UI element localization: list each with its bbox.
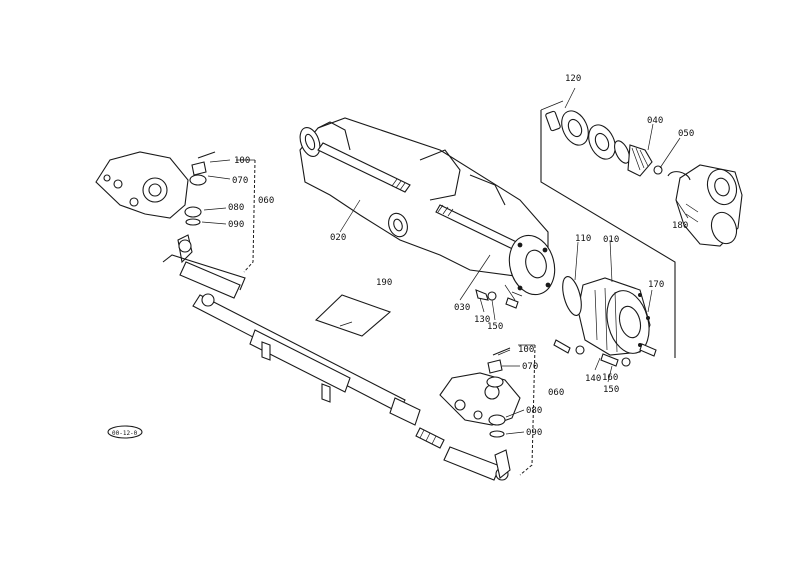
label-140: 140 bbox=[585, 374, 601, 384]
leader-lines bbox=[201, 87, 689, 435]
gasket-110 bbox=[562, 276, 582, 316]
axle-flange bbox=[504, 234, 556, 301]
label-110: 110 bbox=[575, 234, 591, 244]
label-190: 190 bbox=[376, 278, 392, 288]
label-090-left: 090 bbox=[228, 220, 244, 230]
label-080-left: 080 bbox=[228, 203, 244, 213]
bracket-060-right bbox=[518, 344, 536, 476]
gear-housing-180 bbox=[667, 164, 743, 247]
knuckle-arm-right bbox=[439, 372, 521, 426]
label-070-right: 070 bbox=[522, 362, 538, 372]
label-020: 020 bbox=[330, 233, 346, 243]
tie-rod-end-right bbox=[443, 446, 511, 481]
part-labels: 010 020 030 040 050 060 060 070 070 080 … bbox=[112, 74, 694, 438]
label-160: 160 bbox=[602, 373, 618, 383]
label-030: 030 bbox=[454, 303, 470, 313]
group-bracket-right bbox=[540, 100, 676, 358]
tie-rod-end-left bbox=[162, 234, 246, 299]
stamp-mark bbox=[107, 425, 143, 439]
tie-rod bbox=[192, 293, 445, 449]
inner-shaft-020 bbox=[317, 142, 411, 193]
label-060-left: 060 bbox=[258, 196, 274, 206]
label-120: 120 bbox=[565, 74, 581, 84]
label-100-right: 100 bbox=[518, 345, 534, 355]
bearing-gear-group bbox=[545, 110, 663, 177]
left-fastener-stack bbox=[184, 151, 216, 226]
label-130: 130 bbox=[474, 315, 490, 325]
stamp-text: 00-12-0 bbox=[112, 430, 138, 437]
hub-bolts bbox=[553, 339, 657, 367]
label-040: 040 bbox=[647, 116, 663, 126]
right-fastener-stack bbox=[486, 347, 511, 438]
label-170: 170 bbox=[648, 280, 664, 290]
bracket-060-left bbox=[236, 159, 256, 273]
document-190 bbox=[314, 294, 392, 337]
label-080-right: 080 bbox=[526, 406, 542, 416]
label-090-right: 090 bbox=[526, 428, 542, 438]
label-060-right: 060 bbox=[548, 388, 564, 398]
hub-case-010 bbox=[566, 277, 651, 356]
label-010: 010 bbox=[603, 235, 619, 245]
label-050: 050 bbox=[678, 129, 694, 139]
label-150-low: 150 bbox=[603, 385, 619, 395]
axle-housing bbox=[299, 117, 549, 279]
label-070-left: 070 bbox=[232, 176, 248, 186]
knuckle-arm-left bbox=[95, 151, 189, 219]
label-150-mid: 150 bbox=[487, 322, 503, 332]
label-100-left: 100 bbox=[234, 156, 250, 166]
label-180: 180 bbox=[672, 221, 688, 231]
